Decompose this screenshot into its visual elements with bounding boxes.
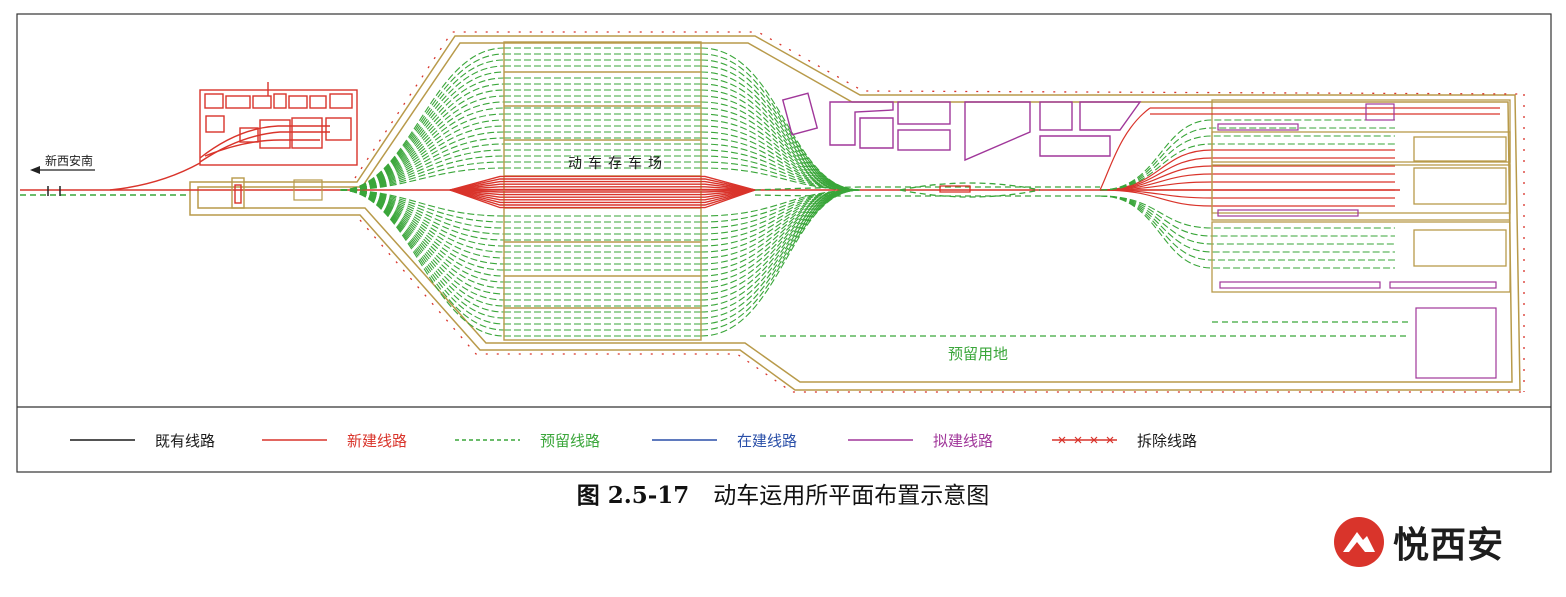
legend-item: 拟建线路 xyxy=(848,432,993,450)
fan-track xyxy=(700,189,861,247)
reserved-land-label: 预留用地 xyxy=(948,345,1008,363)
origin-label: 新西安南 xyxy=(45,153,93,168)
fan-track xyxy=(700,77,861,191)
fan-track xyxy=(700,155,861,191)
fan-track xyxy=(339,189,505,271)
fan-track xyxy=(339,119,505,191)
east-shed-frames xyxy=(1211,99,1511,293)
new-track xyxy=(449,175,756,191)
fan-track xyxy=(700,113,861,191)
fan-track xyxy=(339,167,505,191)
legend-label: 在建线路 xyxy=(737,432,797,450)
fan-track xyxy=(700,131,861,191)
fan-track xyxy=(339,189,505,337)
new-track xyxy=(449,180,756,191)
fan-track xyxy=(700,189,861,319)
legend-label: 拟建线路 xyxy=(933,432,993,450)
legend-cross-mark xyxy=(1074,436,1082,444)
depot-boundary xyxy=(189,35,1521,391)
fan-track xyxy=(700,189,861,271)
figure-title: 动车运用所平面布置示意图 xyxy=(713,483,990,509)
east-track xyxy=(1099,127,1395,191)
fan-track xyxy=(700,189,861,313)
fan-track xyxy=(339,189,505,295)
east-track xyxy=(1099,195,1395,229)
new-track xyxy=(449,189,756,193)
middle-connector xyxy=(754,182,1100,198)
legend-label: 既有线路 xyxy=(155,432,215,450)
legend-label: 预留线路 xyxy=(540,432,600,450)
maintenance-buildings xyxy=(199,82,358,166)
legend-cross-mark xyxy=(1090,436,1098,444)
watermark-logo: 悦西安 xyxy=(1333,516,1504,568)
legend-item: 既有线路 xyxy=(70,432,215,450)
east-track xyxy=(1099,195,1395,269)
storage-yard-fan-left xyxy=(339,47,505,337)
new-track xyxy=(449,189,756,204)
storage-yard-frames xyxy=(503,41,702,341)
fan-track xyxy=(700,161,861,191)
east-track xyxy=(1099,135,1395,191)
fan-track xyxy=(700,189,861,217)
fan-track xyxy=(700,71,861,191)
new-track xyxy=(449,178,756,191)
drawing-frame xyxy=(16,13,1552,473)
fan-track xyxy=(700,167,861,191)
watermark-text: 悦西安 xyxy=(1393,525,1505,566)
new-track xyxy=(449,189,756,209)
east-throat-fan xyxy=(1099,107,1395,269)
throat-block xyxy=(231,177,323,209)
legend-item: 预留线路 xyxy=(455,432,600,450)
new-track xyxy=(449,189,756,198)
center-new-tracks xyxy=(449,175,756,209)
fan-track xyxy=(339,189,505,289)
new-track xyxy=(449,183,756,191)
fan-track xyxy=(339,101,505,191)
fan-track xyxy=(700,59,861,191)
fan-track xyxy=(700,189,861,337)
red-dotted-boundary xyxy=(354,31,1525,393)
legend-item: 在建线路 xyxy=(652,432,797,450)
legend-label: 新建线路 xyxy=(347,432,407,450)
figure-number: 图 2.5-17 xyxy=(576,482,690,509)
fan-track xyxy=(700,53,861,191)
legend-item: 拆除线路 xyxy=(1052,432,1197,450)
storage-yard-tracks xyxy=(504,47,701,337)
legend-item: 新建线路 xyxy=(262,432,407,450)
east-shed-tracks xyxy=(760,103,1500,379)
new-track xyxy=(449,189,756,201)
new-track xyxy=(449,189,756,206)
new-track xyxy=(449,189,756,196)
storage-yard-fan-right xyxy=(700,47,861,337)
storage-yard-label: 动车存车场 xyxy=(568,155,668,172)
legend: 既有线路 新建线路 预留线路 在建线路 拟建线路 拆除线路 xyxy=(70,432,1197,450)
new-track xyxy=(449,186,756,191)
new-track xyxy=(449,188,756,191)
watermark-emblem-icon xyxy=(1334,517,1384,567)
fan-track xyxy=(700,189,861,301)
proposed-buildings xyxy=(781,92,1142,162)
legend-cross-mark xyxy=(1058,436,1066,444)
fan-track xyxy=(700,83,861,191)
east-track xyxy=(1099,107,1151,191)
east-track xyxy=(1099,189,1395,207)
east-track xyxy=(1099,143,1395,191)
legend-label: 拆除线路 xyxy=(1137,432,1197,450)
legend-cross-mark xyxy=(1106,436,1114,444)
origin-arrow xyxy=(30,166,95,174)
fan-track xyxy=(700,47,861,191)
figure-caption: 图 2.5-17 动车运用所平面布置示意图 xyxy=(0,476,1566,510)
